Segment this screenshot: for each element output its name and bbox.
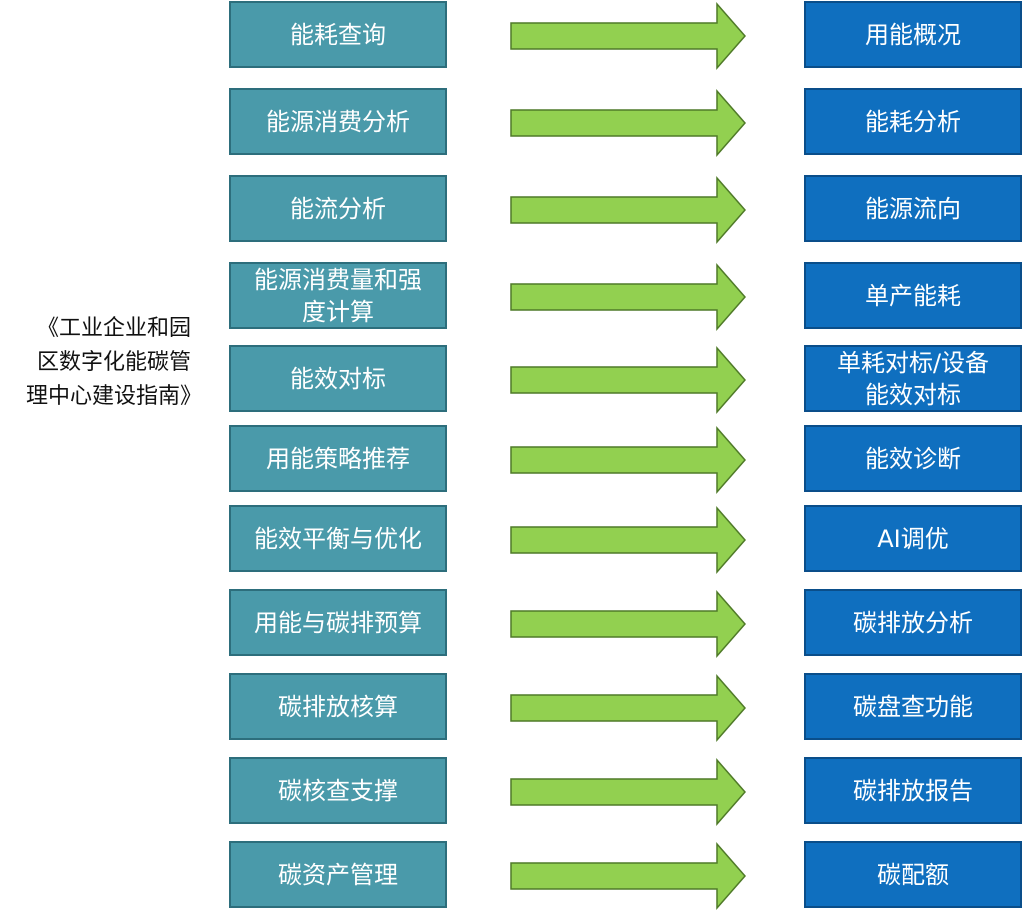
right-arrow-icon bbox=[510, 589, 746, 658]
platform-feature-label: 碳盘查功能 bbox=[853, 692, 973, 721]
platform-feature-box: 碳配额 bbox=[804, 841, 1022, 908]
right-arrow-icon bbox=[510, 88, 746, 157]
platform-feature-label: 用能概况 bbox=[865, 20, 961, 49]
source-function-label: 碳排放核算 bbox=[278, 692, 398, 721]
platform-feature-label: 单产能耗 bbox=[865, 281, 961, 310]
source-function-box: 能源消费量和强度计算 bbox=[229, 262, 447, 329]
guide-title-line: 理中心建设指南》 bbox=[25, 384, 202, 409]
right-arrow-icon bbox=[510, 673, 746, 742]
guide-title-line: 《工业企业和园 bbox=[36, 316, 191, 341]
source-function-label: 碳核查支撑 bbox=[278, 776, 398, 805]
source-function-label: 能源消费量和强 bbox=[254, 265, 422, 294]
platform-feature-box: 碳盘查功能 bbox=[804, 673, 1022, 740]
platform-feature-box: 能效诊断 bbox=[804, 425, 1022, 492]
source-function-label: 碳资产管理 bbox=[278, 860, 398, 889]
platform-feature-box: 能耗分析 bbox=[804, 88, 1022, 155]
source-function-box: 用能策略推荐 bbox=[229, 425, 447, 492]
right-arrow-icon bbox=[510, 757, 746, 826]
source-function-label: 能流分析 bbox=[290, 194, 386, 223]
right-arrow-icon bbox=[510, 345, 746, 414]
platform-feature-box: AI调优 bbox=[804, 505, 1022, 572]
platform-feature-box: 单产能耗 bbox=[804, 262, 1022, 329]
platform-feature-box: 用能概况 bbox=[804, 1, 1022, 68]
source-function-box: 用能与碳排预算 bbox=[229, 589, 447, 656]
source-function-box: 能耗查询 bbox=[229, 1, 447, 68]
platform-feature-label: 能效诊断 bbox=[865, 444, 961, 473]
platform-feature-label: AI调优 bbox=[877, 524, 949, 553]
platform-feature-label: 能效对标 bbox=[865, 380, 961, 409]
guide-title-line: 区数字化能碳管 bbox=[36, 350, 191, 375]
source-function-box: 能流分析 bbox=[229, 175, 447, 242]
source-function-label: 能效平衡与优化 bbox=[254, 524, 422, 553]
source-function-label: 能源消费分析 bbox=[266, 107, 410, 136]
source-function-box: 碳排放核算 bbox=[229, 673, 447, 740]
source-function-box: 碳资产管理 bbox=[229, 841, 447, 908]
source-function-box: 碳核查支撑 bbox=[229, 757, 447, 824]
platform-feature-label: 单耗对标/设备 bbox=[836, 348, 990, 377]
right-arrow-icon bbox=[510, 425, 746, 494]
platform-feature-box: 碳排放报告 bbox=[804, 757, 1022, 824]
platform-feature-box: 碳排放分析 bbox=[804, 589, 1022, 656]
source-function-box: 能源消费分析 bbox=[229, 88, 447, 155]
guide-title: 《工业企业和园 区数字化能碳管 理中心建设指南》 bbox=[0, 312, 228, 414]
source-function-label: 用能与碳排预算 bbox=[254, 608, 422, 637]
source-function-label: 用能策略推荐 bbox=[266, 444, 410, 473]
right-arrow-icon bbox=[510, 841, 746, 910]
platform-feature-label: 能源流向 bbox=[865, 194, 961, 223]
source-function-label: 能效对标 bbox=[290, 364, 386, 393]
right-arrow-icon bbox=[510, 1, 746, 70]
right-arrow-icon bbox=[510, 175, 746, 244]
right-arrow-icon bbox=[510, 505, 746, 574]
source-function-label: 度计算 bbox=[302, 297, 374, 326]
source-function-label: 能耗查询 bbox=[290, 20, 386, 49]
source-function-box: 能效对标 bbox=[229, 345, 447, 412]
source-function-box: 能效平衡与优化 bbox=[229, 505, 447, 572]
right-arrow-icon bbox=[510, 262, 746, 331]
platform-feature-label: 碳排放报告 bbox=[853, 776, 973, 805]
platform-feature-label: 能耗分析 bbox=[865, 107, 961, 136]
platform-feature-label: 碳配额 bbox=[877, 860, 949, 889]
platform-feature-label: 碳排放分析 bbox=[853, 608, 973, 637]
platform-feature-box: 单耗对标/设备能效对标 bbox=[804, 345, 1022, 412]
platform-feature-box: 能源流向 bbox=[804, 175, 1022, 242]
